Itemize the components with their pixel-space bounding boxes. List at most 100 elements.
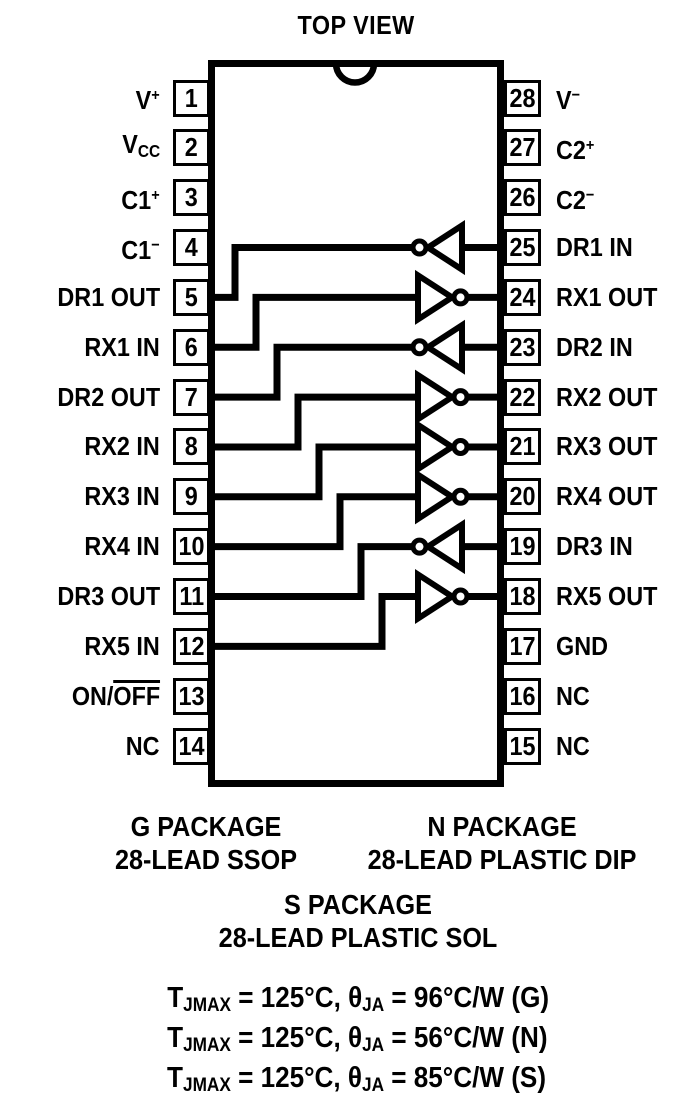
- pin-label-14: NC: [122, 728, 160, 765]
- pin-label-text: DR3 IN: [556, 528, 633, 565]
- pin-label-27: C2+: [556, 127, 599, 169]
- pin-number: 28: [509, 82, 536, 113]
- pin-number: 23: [509, 331, 536, 362]
- pin-label-21: RX3 OUT: [556, 428, 669, 465]
- pin-label-text: RX3 IN: [85, 478, 160, 515]
- wire-input-RX2: [212, 393, 418, 451]
- pin-label-text: RX5 IN: [85, 628, 160, 665]
- channel-DR1: [212, 220, 500, 301]
- pin-number: 24: [509, 281, 536, 312]
- inverter-bubble-RX1: [451, 288, 470, 307]
- channel-RX1: [212, 269, 500, 351]
- text-segment: T: [167, 982, 184, 1014]
- pin-row-18: 18 RX5 OUT: [504, 578, 692, 615]
- text-segment: RX5 IN: [84, 630, 160, 661]
- pin-box-8: 8: [173, 428, 210, 466]
- text-segment: = 96°C/W (G): [384, 982, 550, 1014]
- pin-label-text: RX5 OUT: [556, 578, 657, 615]
- text-segment: V: [135, 84, 152, 115]
- package-name: S PACKAGE: [284, 889, 432, 920]
- inverter-bubble-RX3: [451, 437, 470, 456]
- pin-number: 4: [184, 232, 199, 263]
- text-segment: −: [585, 185, 595, 204]
- pin-label-text: DR1 IN: [556, 229, 633, 266]
- pin-box-19: 19: [504, 528, 541, 566]
- text-segment: RX1 OUT: [556, 281, 658, 312]
- pin-box-9: 9: [173, 478, 210, 516]
- pin-label-text: NC: [556, 678, 590, 715]
- inverter-bubble-DR2: [410, 338, 429, 357]
- pin-number: 26: [509, 182, 536, 213]
- package-label-n: N PACKAGE 28-LEAD PLASTIC DIP: [332, 810, 672, 876]
- thermal-note-g: TJMAX = 125°C, θJA = 96°C/W (G): [167, 982, 549, 1022]
- pin-label-text: RX2 IN: [85, 428, 160, 465]
- pin-box-24: 24: [504, 278, 541, 316]
- pin-box-10: 10: [173, 528, 210, 566]
- pin-box-16: 16: [504, 677, 541, 715]
- pin-label-text: DR3 OUT: [57, 578, 160, 615]
- text-segment: JA: [362, 1035, 385, 1057]
- inverter-triangle-RX3: [415, 419, 458, 475]
- pin-box-14: 14: [173, 727, 210, 765]
- pin-label-3: C1+: [117, 177, 160, 219]
- pin-label-text: VCC: [122, 126, 160, 170]
- pin-number: 10: [178, 531, 205, 562]
- pin-box-2: 2: [173, 129, 210, 167]
- text-segment: NC: [556, 730, 590, 761]
- text-segment: JMAX: [183, 1075, 231, 1097]
- pin-box-13: 13: [173, 677, 210, 715]
- pin-label-15: NC: [556, 728, 594, 765]
- thermal-notes: TJMAX = 125°C, θJA = 96°C/W (G) TJMAX = …: [146, 982, 566, 1103]
- pin-row-8: RX2 IN 8: [0, 428, 210, 466]
- text-segment: +: [151, 86, 160, 105]
- pin-label-26: C2−: [556, 177, 599, 219]
- pin-box-5: 5: [173, 278, 210, 316]
- pin-label-text: C2+: [556, 127, 594, 169]
- inverter-triangle-RX4: [415, 469, 458, 525]
- pin-box-18: 18: [504, 578, 541, 615]
- text-segment: V: [122, 128, 138, 159]
- inverter-bubble-RX4: [451, 487, 470, 506]
- text-segment: C1: [121, 234, 152, 265]
- wire-output-DR1: [212, 244, 413, 301]
- wire-input-RX4: [212, 493, 418, 551]
- inverter-triangle-RX5: [415, 568, 458, 625]
- pin-number: 16: [509, 680, 536, 711]
- pin-row-9: RX3 IN 9: [0, 478, 210, 516]
- pin-label-17: GND: [556, 628, 614, 665]
- text-segment: T: [167, 1022, 184, 1055]
- pin-number: 1: [184, 82, 199, 113]
- pin-row-4: C1−4: [0, 229, 210, 267]
- text-segment: RX5 OUT: [556, 581, 658, 611]
- pin-row-1: V+1: [0, 79, 210, 117]
- text-segment: RX1 IN: [84, 331, 160, 362]
- pin-box-17: 17: [504, 627, 541, 665]
- inverter-triangle-DR1: [422, 220, 465, 276]
- pin-row-2: VCC 2: [0, 129, 210, 167]
- text-segment: GND: [556, 630, 609, 661]
- pin-number: 6: [184, 331, 199, 362]
- index-notch: [332, 63, 378, 86]
- channel-RX3: [212, 419, 500, 501]
- pin-label-28: V−: [556, 77, 583, 119]
- pin-label-text: C2−: [556, 177, 594, 219]
- pin-label-text: GND: [556, 628, 608, 665]
- pin-box-26: 26: [504, 179, 541, 217]
- text-segment: = 56°C/W (N): [384, 1022, 548, 1055]
- text-segment: = 125°C, θ: [230, 982, 363, 1014]
- pin-box-20: 20: [504, 478, 541, 516]
- inverter-bubble-RX2: [451, 388, 470, 407]
- pin-number: 21: [509, 431, 536, 462]
- pin-label-18: RX5 OUT: [556, 578, 669, 615]
- package-name: G PACKAGE: [130, 811, 282, 842]
- pin-label-text: RX1 OUT: [556, 279, 657, 316]
- pin-row-17: 17 GND: [504, 627, 692, 665]
- thermal-note-s: TJMAX = 125°C, θJA = 85°C/W (S): [167, 1062, 546, 1102]
- text-segment: = 85°C/W (S): [384, 1062, 547, 1095]
- pin-number: 9: [184, 481, 199, 512]
